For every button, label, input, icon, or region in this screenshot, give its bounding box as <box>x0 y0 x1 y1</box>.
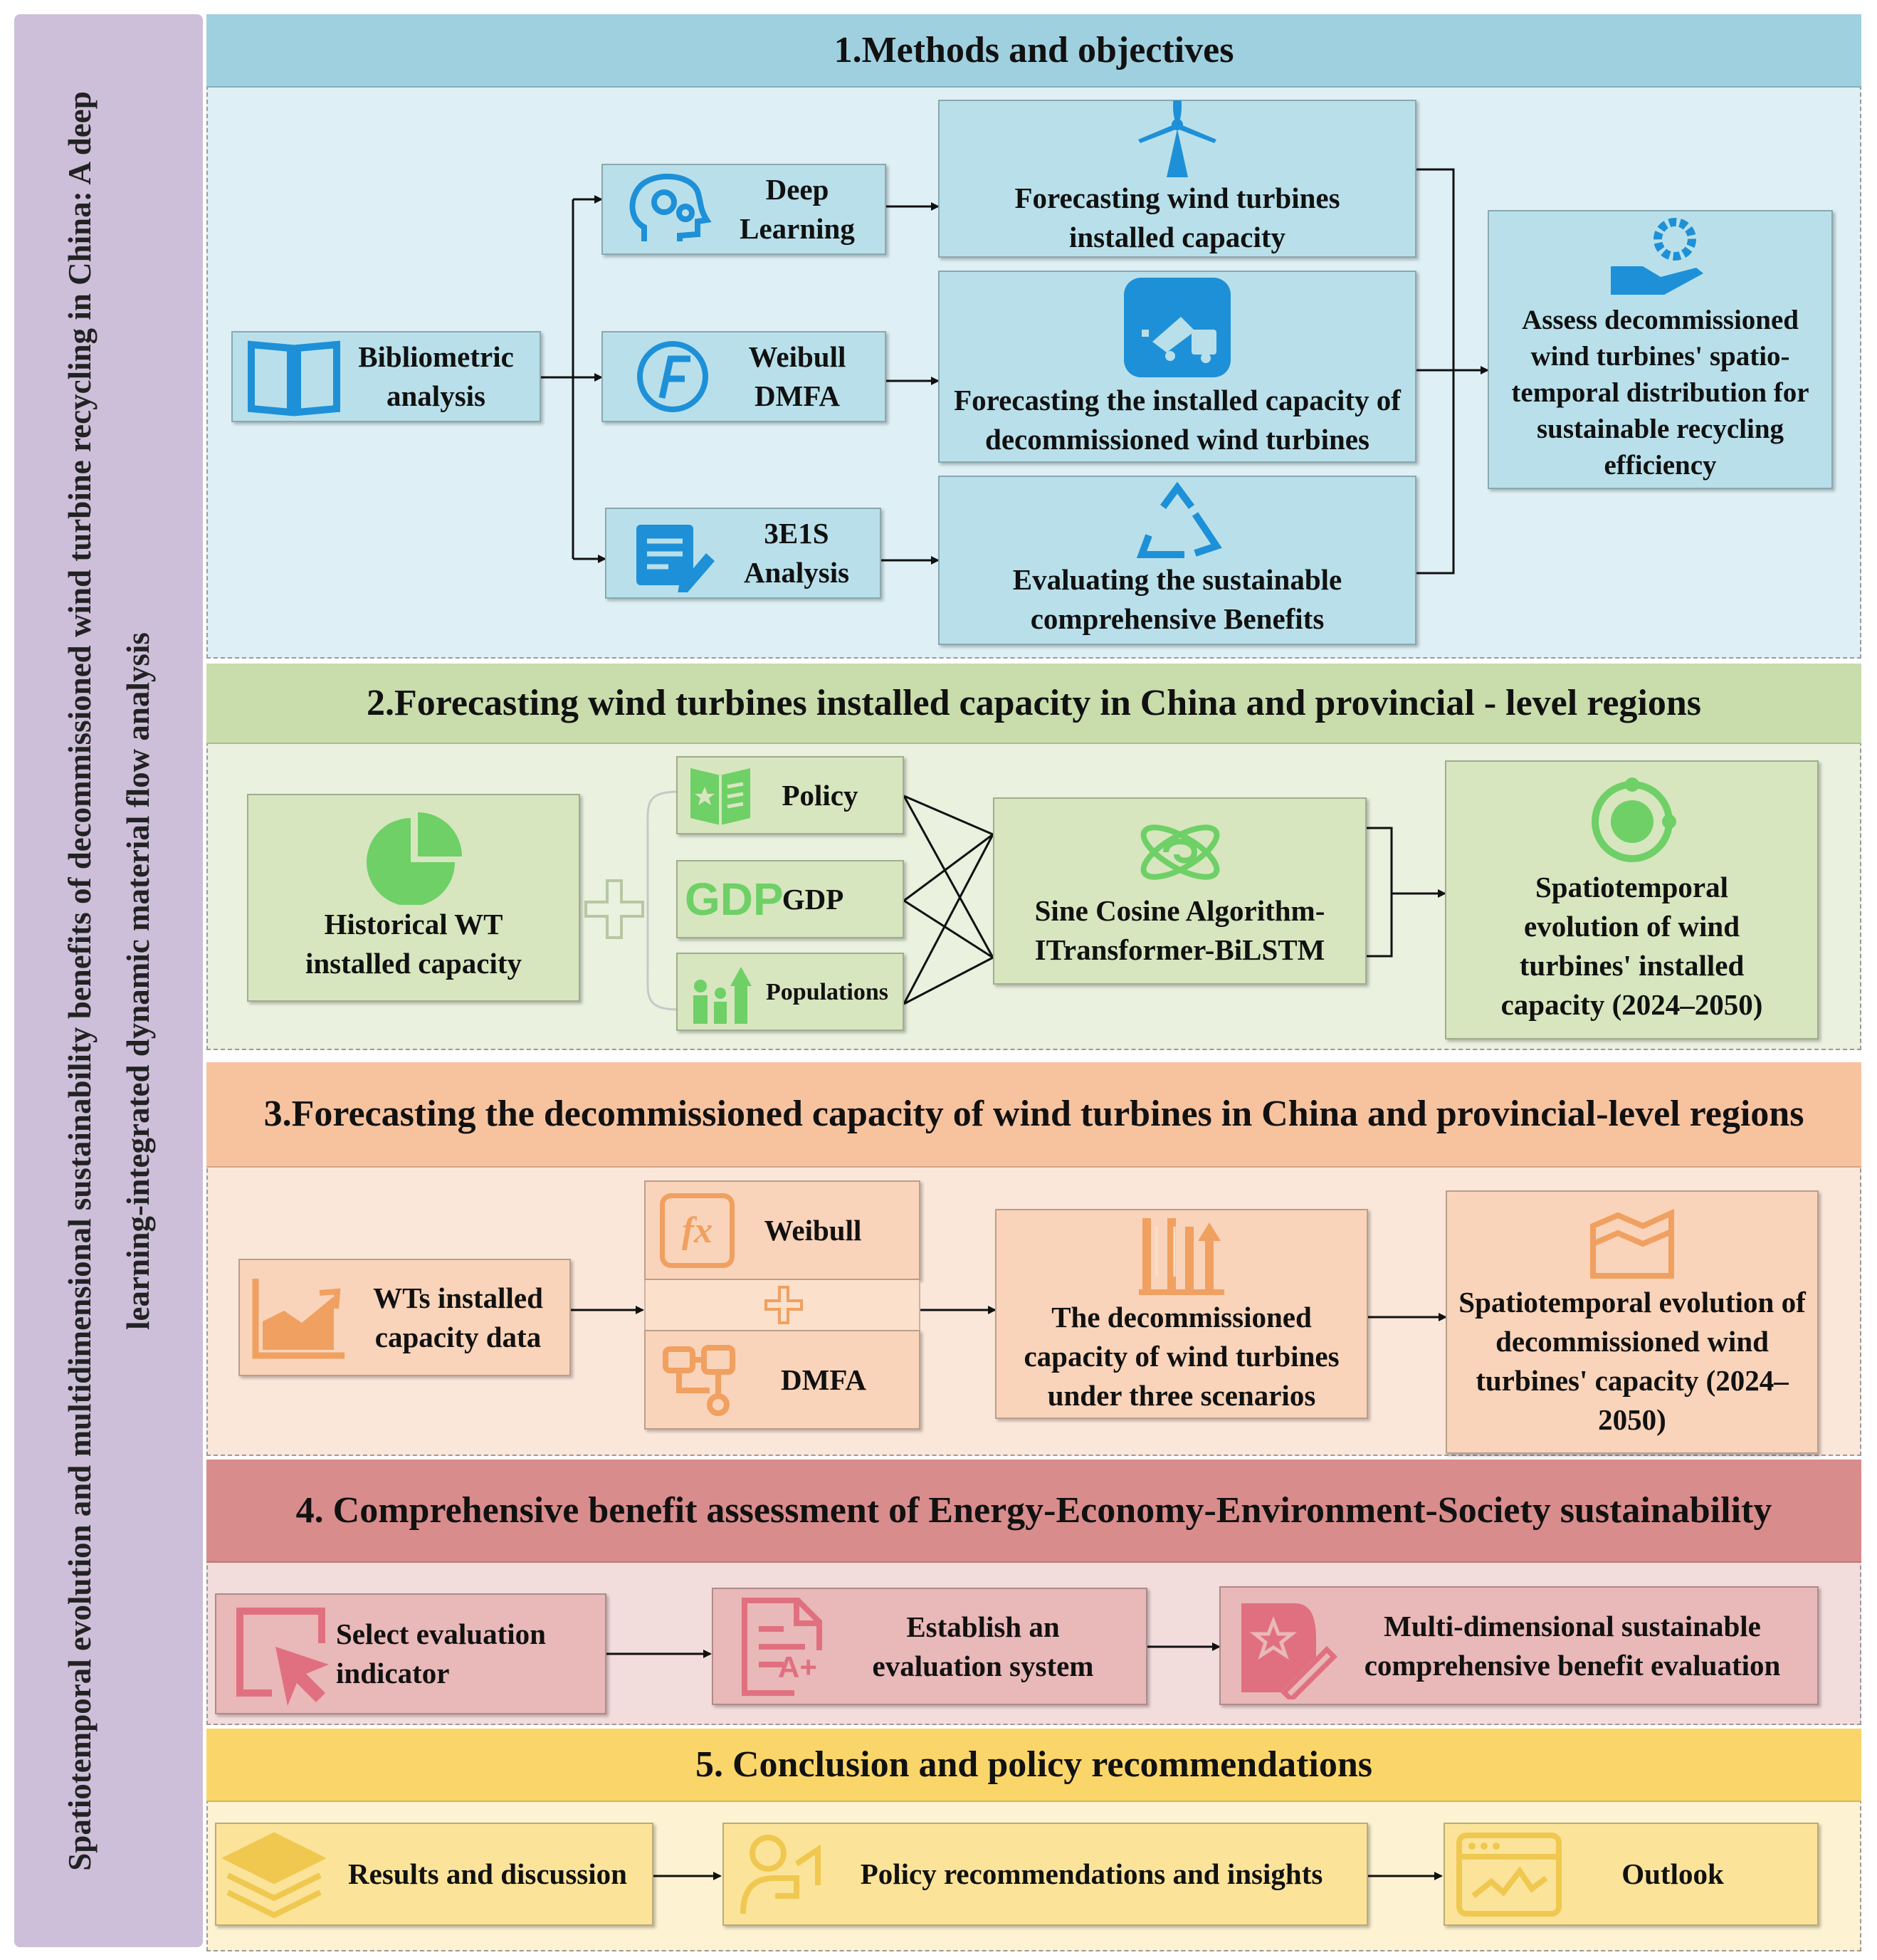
dmfa-box: DMFA <box>644 1330 920 1430</box>
wts-installed-data-box: WTs installed capacity data <box>238 1259 571 1376</box>
outlook-label: Outlook <box>1621 1857 1724 1890</box>
forecast-installed-box: Forecasting wind turbines installed capa… <box>938 100 1416 258</box>
multi-dimensional-label: Multi-dimensional sustainable comprehens… <box>1364 1609 1781 1682</box>
function-fx-icon-text: fx <box>681 1210 713 1251</box>
evaluate-benefits-box: Evaluating the sustainable comprehensive… <box>938 476 1416 645</box>
weibull-dmfa-box: Weibull DMFA <box>601 331 886 422</box>
section-5-title: 5. Conclusion and policy recommendations <box>695 1744 1373 1785</box>
book-icon <box>247 340 340 416</box>
forecast-installed-label: Forecasting wind turbines installed capa… <box>1014 182 1340 253</box>
document-edit-icon <box>636 525 715 592</box>
person-idea-icon <box>740 1834 821 1914</box>
establish-system-label: Establish an evaluation system <box>872 1610 1094 1682</box>
section-5-header: 5. Conclusion and policy recommendations <box>206 1729 1861 1802</box>
3e1s-analysis-box: 3E1S Analysis <box>605 508 881 599</box>
document-grade-icon <box>742 1597 822 1696</box>
evaluate-benefits-label: Evaluating the sustainable comprehensive… <box>1012 563 1342 635</box>
sidebar-title-panel <box>14 14 203 1947</box>
weibull-box: fx Weibull <box>644 1180 920 1280</box>
gdp-icon: GDP <box>685 874 784 925</box>
recycling-truck-icon <box>1124 278 1231 377</box>
weibull-label: Weibull <box>764 1213 862 1247</box>
policy-box: Policy <box>676 756 904 834</box>
badge-star-icon <box>1241 1603 1337 1699</box>
plus-icon-orange <box>764 1286 803 1324</box>
populations-label: Populations <box>766 978 888 1005</box>
deep-learning-label: Deep Learning <box>740 173 855 245</box>
results-discussion-box: Results and discussion <box>215 1823 653 1926</box>
wind-turbine-icon <box>1138 100 1216 177</box>
policy-label: Policy <box>782 778 858 812</box>
spatiotemporal-installed-box: Spatiotemporal evolution of wind turbine… <box>1445 760 1819 1039</box>
gdp-label: GDP <box>782 882 844 916</box>
section-3-header: 3.Forecasting the decommissioned capacit… <box>206 1062 1861 1168</box>
assess-distribution-label: Assess decommissioned wind turbines' spa… <box>1511 304 1809 481</box>
bibliometric-analysis-label: Bibliometric analysis <box>358 340 514 412</box>
historical-wt-box: Historical WT installed capacity <box>247 794 580 1002</box>
3e1s-analysis-label: 3E1S Analysis <box>743 517 850 589</box>
function-fx-icon: fx <box>660 1193 735 1268</box>
atom-icon <box>1140 824 1219 880</box>
grade-a-plus-icon: A+ <box>778 1650 817 1684</box>
section-1-header: 1.Methods and objectives <box>206 14 1861 88</box>
populations-box: Populations <box>676 953 904 1031</box>
establish-system-box: Establish an evaluation system <box>712 1588 1147 1705</box>
browser-chart-icon <box>1456 1832 1562 1917</box>
section-4-header: 4. Comprehensive benefit assessment of E… <box>206 1459 1861 1563</box>
layered-area-icon <box>1590 1208 1674 1279</box>
recycle-icon <box>1136 482 1222 558</box>
population-growth-icon <box>693 967 752 1024</box>
spatiotemporal-installed-label: Spatiotemporal evolution of wind turbine… <box>1500 871 1763 1021</box>
gdp-box: GDP GDP <box>676 860 904 938</box>
select-indicator-label: Select evaluation indicator <box>336 1618 546 1689</box>
policy-document-icon <box>690 768 750 825</box>
section-1-title: 1.Methods and objectives <box>834 29 1234 70</box>
historical-wt-label: Historical WT installed capacity <box>305 908 522 980</box>
target-orbit-icon <box>1591 777 1676 862</box>
policy-recommendations-label: Policy recommendations and insights <box>860 1857 1323 1890</box>
policy-recommendations-box: Policy recommendations and insights <box>722 1823 1368 1926</box>
decom-scenarios-box: The decommissioned capacity of wind turb… <box>995 1209 1368 1419</box>
area-chart-icon <box>252 1278 345 1358</box>
sca-itransformer-bilstm-label: Sine Cosine Algorithm-ITransformer-BiLST… <box>1034 893 1325 966</box>
spatiotemporal-decom-box: Spatiotemporal evolution of decommission… <box>1446 1190 1819 1454</box>
assess-distribution-box: Assess decommissioned wind turbines' spa… <box>1488 210 1833 489</box>
section-3-title: 3.Forecasting the decommissioned capacit… <box>263 1094 1804 1134</box>
forecast-decom-label: Forecasting the installed capacity of de… <box>954 384 1401 456</box>
hand-gear-icon <box>1610 217 1703 295</box>
pie-chart-icon <box>367 812 462 905</box>
forecast-decom-box: Forecasting the installed capacity of de… <box>938 271 1416 463</box>
layers-icon <box>221 1832 327 1918</box>
cursor-select-icon <box>236 1608 329 1706</box>
section-2-title: 2.Forecasting wind turbines installed ca… <box>366 682 1702 723</box>
weibull-f-icon <box>637 341 708 412</box>
wts-installed-data-label: WTs installed capacity data <box>373 1281 543 1353</box>
spatiotemporal-decom-label: Spatiotemporal evolution of decommission… <box>1458 1286 1806 1436</box>
sca-itransformer-bilstm-box: Sine Cosine Algorithm-ITransformer-BiLST… <box>993 797 1367 985</box>
decom-scenarios-label: The decommissioned capacity of wind turb… <box>1024 1301 1340 1412</box>
weibull-dmfa-label: Weibull DMFA <box>748 340 846 412</box>
bibliometric-analysis-box: Bibliometric analysis <box>231 331 541 422</box>
brain-gear-icon <box>629 173 712 241</box>
section-2-header: 2.Forecasting wind turbines installed ca… <box>206 664 1861 744</box>
plus-icon <box>584 879 644 939</box>
multi-dimensional-box: Multi-dimensional sustainable comprehens… <box>1219 1586 1819 1705</box>
section-4-title: 4. Comprehensive benefit assessment of E… <box>295 1489 1772 1531</box>
select-indicator-box: Select evaluation indicator <box>215 1593 606 1714</box>
dmfa-label: DMFA <box>781 1363 866 1396</box>
bar-recycle-icon <box>1139 1218 1224 1295</box>
deep-learning-box: Deep Learning <box>601 164 886 255</box>
flow-diagram-icon <box>663 1345 735 1416</box>
outlook-box: Outlook <box>1444 1823 1819 1926</box>
results-discussion-label: Results and discussion <box>348 1857 627 1890</box>
